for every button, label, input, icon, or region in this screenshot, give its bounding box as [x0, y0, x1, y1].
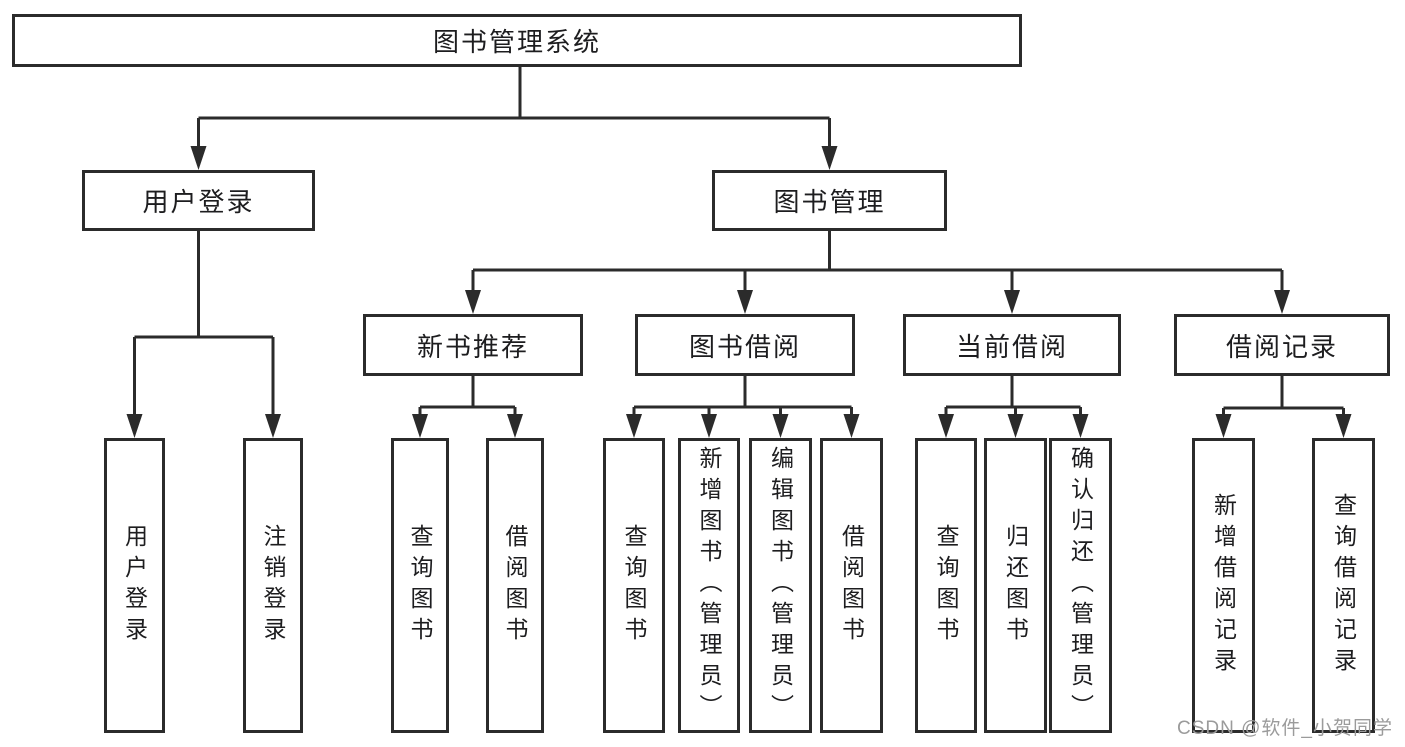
connector-new-books-children: [412, 376, 523, 438]
leaf-current-confirm-admin: 确认归还（管理员）: [1049, 438, 1112, 733]
node-system-root: 图书管理系统: [12, 14, 1022, 67]
leaf-logout: 注销登录: [243, 438, 303, 733]
leaf-current-return: 归还图书: [984, 438, 1047, 733]
leaf-borrowing-edit-admin: 编辑图书（管理员）: [749, 438, 812, 733]
leaf-borrowing-borrow: 借阅图书: [820, 438, 883, 733]
node-book-mgmt-branch: 图书管理: [712, 170, 947, 231]
leaf-records-query: 查询借阅记录: [1312, 438, 1375, 733]
connector-root-to-branches: [190, 67, 838, 170]
leaf-records-add: 新增借阅记录: [1192, 438, 1255, 733]
leaf-newbooks-query: 查询图书: [391, 438, 449, 733]
connector-records-children: [1215, 376, 1352, 438]
leaf-user-login: 用户登录: [104, 438, 165, 733]
connector-current-borrow-children: [938, 376, 1089, 438]
node-borrow-records: 借阅记录: [1174, 314, 1390, 376]
leaf-borrowing-add-admin: 新增图书（管理员）: [678, 438, 740, 733]
node-new-books: 新书推荐: [363, 314, 583, 376]
leaf-borrowing-query: 查询图书: [603, 438, 665, 733]
connector-borrowing-children: [626, 376, 860, 438]
leaf-current-query: 查询图书: [915, 438, 977, 733]
node-book-borrowing: 图书借阅: [635, 314, 855, 376]
node-user-login-branch: 用户登录: [82, 170, 315, 231]
node-current-borrow: 当前借阅: [903, 314, 1121, 376]
watermark: CSDN @软件_小贺同学: [1177, 718, 1393, 739]
leaf-newbooks-borrow: 借阅图书: [486, 438, 544, 733]
connector-book-mgmt-children: [465, 231, 1290, 314]
connector-user-login-children: [126, 231, 281, 438]
